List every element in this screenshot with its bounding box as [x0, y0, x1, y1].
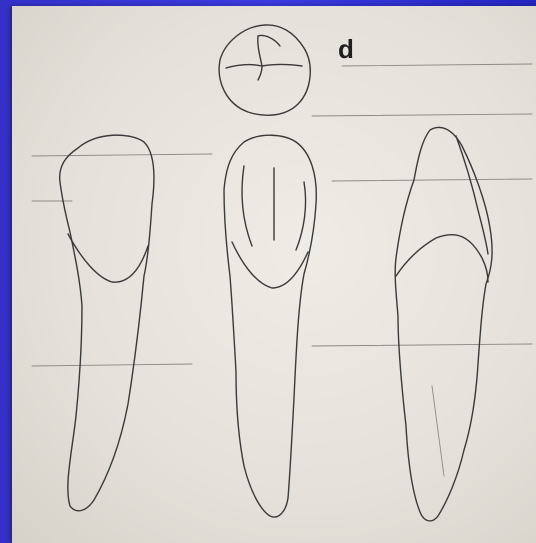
- proximal-view-tooth: [395, 127, 492, 521]
- lingual-view-tooth: [224, 135, 316, 517]
- tooth-illustration: [12, 6, 536, 543]
- incisal-view-tooth: [219, 25, 310, 115]
- labial-view-tooth: [60, 135, 154, 511]
- bleed-through-text: [32, 64, 532, 366]
- book-page-photo: d: [12, 6, 536, 543]
- figure-view-label: d: [338, 36, 354, 62]
